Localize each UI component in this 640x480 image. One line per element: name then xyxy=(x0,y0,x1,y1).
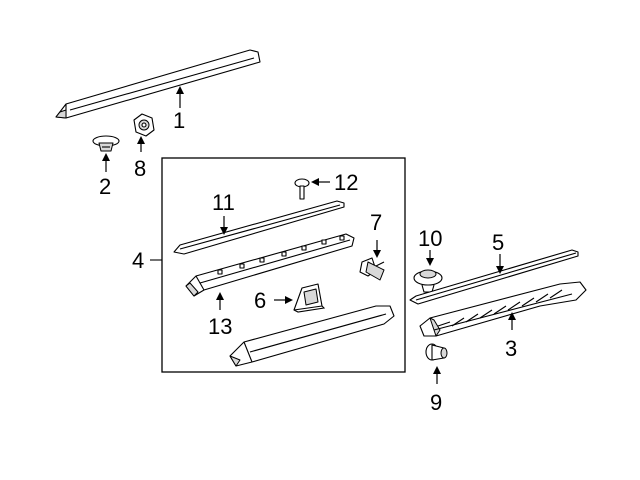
callout-1: 1 xyxy=(173,108,185,133)
callout-12: 12 xyxy=(334,170,358,195)
callout-4: 4 xyxy=(132,248,144,273)
callout-9: 9 xyxy=(430,390,442,415)
part-6-bracket-icon xyxy=(293,283,326,313)
callout-2-arrow xyxy=(102,153,110,172)
part-1-molding-icon xyxy=(55,49,261,119)
part-12-pin-icon xyxy=(294,178,310,200)
callout-11-arrow xyxy=(220,216,228,235)
part-7-clip-icon xyxy=(359,257,385,281)
callout-1-arrow xyxy=(176,86,184,108)
part-2-push-clip-icon xyxy=(92,135,120,152)
callout-8-arrow xyxy=(137,136,145,152)
part-4-rocker-panel-icon xyxy=(229,305,395,367)
part-11-trim-strip-icon xyxy=(173,200,345,255)
callout-8: 8 xyxy=(134,156,146,181)
callout-3: 3 xyxy=(505,336,517,361)
part-3-rocker-molding-icon xyxy=(419,281,587,337)
callout-11: 11 xyxy=(212,190,235,215)
callout-13-arrow xyxy=(216,292,224,310)
part-13-rail-icon xyxy=(185,233,355,297)
part-5-molding-strip-icon xyxy=(409,249,579,305)
callout-13: 13 xyxy=(208,314,232,339)
callout-10-arrow xyxy=(426,250,434,266)
part-10-grommet-icon xyxy=(413,269,443,293)
callout-2: 2 xyxy=(99,174,111,199)
callout-5: 5 xyxy=(492,230,504,255)
callout-5-arrow xyxy=(496,254,504,274)
callout-3-arrow xyxy=(508,312,516,330)
part-8-nut-icon xyxy=(133,113,155,137)
callout-6-arrow xyxy=(274,296,293,304)
part-9-screw-icon xyxy=(425,343,448,361)
callout-7: 7 xyxy=(370,210,382,235)
callout-7-arrow xyxy=(373,240,381,258)
callout-6: 6 xyxy=(254,288,266,313)
callout-9-arrow xyxy=(433,366,441,384)
callout-12-arrow xyxy=(311,178,330,186)
part-4-group-box xyxy=(161,157,406,373)
callout-10: 10 xyxy=(418,226,442,251)
